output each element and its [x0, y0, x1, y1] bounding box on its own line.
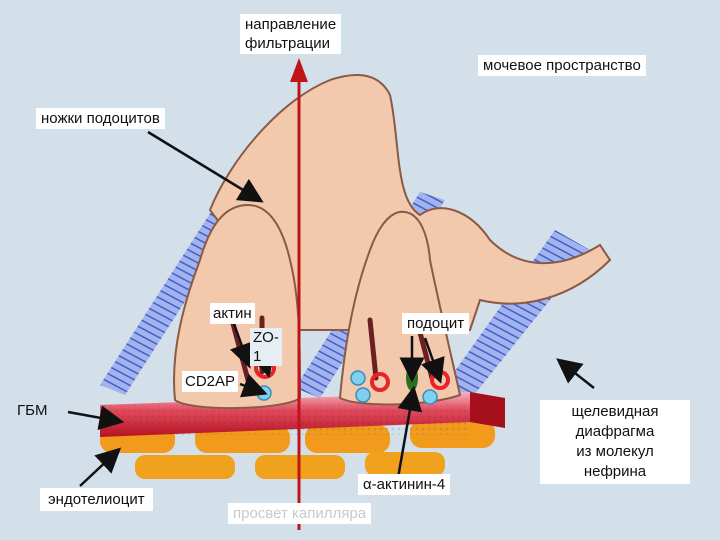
alpha-actinin-label: α-актинин-4 [358, 474, 451, 495]
zo1-line1: ZO- [253, 329, 279, 346]
filtration-direction-line2: фильтрации [245, 35, 331, 52]
cd2ap-label: CD2AP [182, 371, 239, 392]
actin-filament [367, 317, 379, 381]
endothelium-block [135, 455, 235, 479]
pointer-endothelial [79, 447, 122, 487]
slit-diaphragm-label: щелевидная диафрагма из молекул нефрина [540, 400, 690, 484]
cd2ap-protein [256, 385, 272, 401]
pointer-cd2ap [239, 373, 268, 398]
actin-label: актин [210, 303, 255, 324]
urinary-space-label: мочевое пространство [478, 55, 646, 76]
endothelial-label: эндотелиоцит [40, 488, 153, 511]
capillary-lumen-label: просвет капилляра [228, 503, 372, 524]
gbm-label: ГБМ [17, 402, 48, 419]
pointer-podocyte-1 [421, 337, 445, 384]
cd2ap-protein [355, 387, 371, 403]
slit-diaphragm-line3: из молекул [576, 443, 654, 460]
pointer-gbm [67, 405, 125, 431]
pointer-podocyte-feet [147, 130, 264, 203]
zo1-line2: 1 [253, 348, 262, 365]
gbm-side-face [470, 392, 505, 428]
pointer-alpha-actinin [396, 385, 423, 479]
pointer-actin [229, 323, 254, 369]
cd2ap-protein [350, 370, 366, 386]
pointer-slit-diaphragm [556, 358, 595, 389]
slit-diaphragm-line4: нефрина [583, 463, 647, 480]
filtration-direction-label: направление фильтрации [240, 14, 342, 54]
slit-diaphragm-line1: щелевидная [571, 403, 659, 420]
podocyte-feet-label: ножки подоцитов [36, 108, 165, 129]
filtration-arrowhead [290, 58, 308, 82]
zo1-protein [370, 372, 390, 392]
podocyte-label: подоцит [402, 313, 470, 334]
cd2ap-protein [422, 389, 438, 405]
podocyte-body-back [208, 74, 612, 331]
slit-diaphragm-line2: диафрагма [575, 423, 655, 440]
filtration-direction-line1: направление [245, 16, 337, 33]
zo1-label: ZO- 1 [250, 328, 282, 366]
gbm-texture [100, 405, 470, 435]
endothelium-block [365, 452, 445, 476]
pointer-arrows [67, 130, 595, 487]
